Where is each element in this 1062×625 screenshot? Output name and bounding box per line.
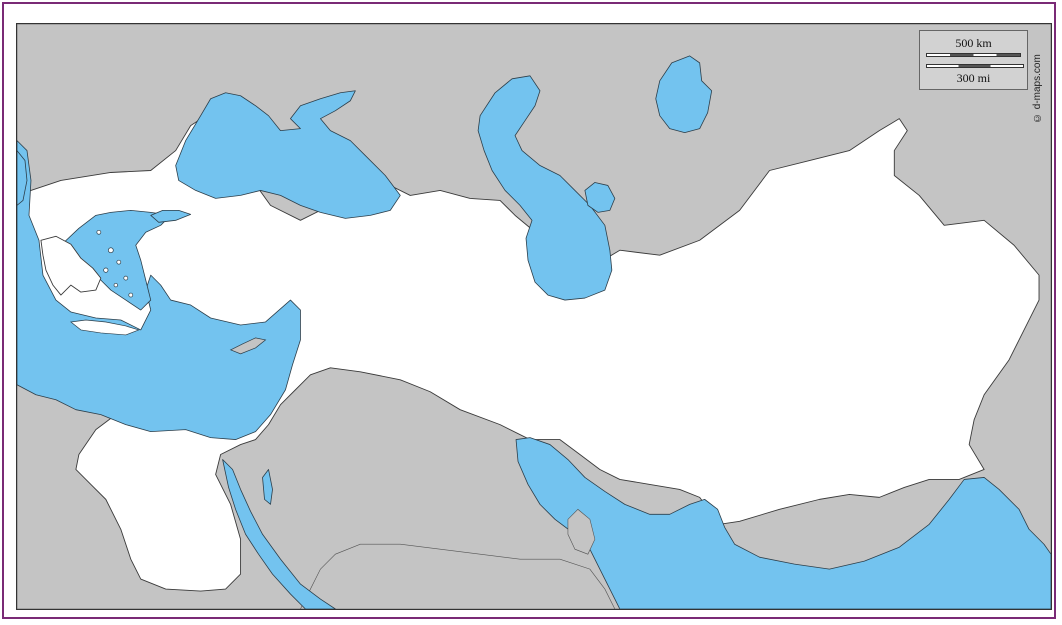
scale-legend: 500 km 300 mi <box>919 30 1028 90</box>
aegean-islet <box>103 267 109 273</box>
scale-mi-label: 300 mi <box>956 71 991 85</box>
aegean-islet <box>128 292 134 298</box>
greece-peninsula <box>40 235 102 296</box>
adriatic-sea <box>17 150 28 206</box>
arabian-peninsula <box>300 543 616 609</box>
scale-km-label: 500 km <box>955 36 992 50</box>
map-canvas[interactable] <box>16 23 1052 610</box>
sea-of-marmara <box>150 209 192 223</box>
aegean-islet <box>113 282 118 288</box>
aral-sea[interactable] <box>655 55 713 134</box>
crete-island <box>70 319 140 336</box>
red-sea[interactable] <box>222 459 336 609</box>
cyprus-island <box>229 337 267 355</box>
mediterranean-sea[interactable] <box>17 140 301 440</box>
black-sea[interactable] <box>175 90 401 219</box>
map-svg <box>17 24 1051 609</box>
caspian-sea[interactable] <box>477 75 613 301</box>
map-credit: © d-maps.com <box>1032 54 1043 123</box>
gulf-of-aqaba <box>262 469 273 505</box>
scale-mi-bar <box>926 64 1024 68</box>
qatar-peninsula <box>567 508 596 555</box>
aegean-islet <box>96 229 102 235</box>
aegean-islet <box>123 275 129 281</box>
scale-km-bar <box>926 53 1021 57</box>
aegean-islet <box>116 259 122 265</box>
aegean-islet <box>107 247 114 254</box>
garabogazkol-bay <box>584 182 616 213</box>
empire-region[interactable] <box>24 115 1040 592</box>
persian-gulf[interactable] <box>515 437 1051 609</box>
